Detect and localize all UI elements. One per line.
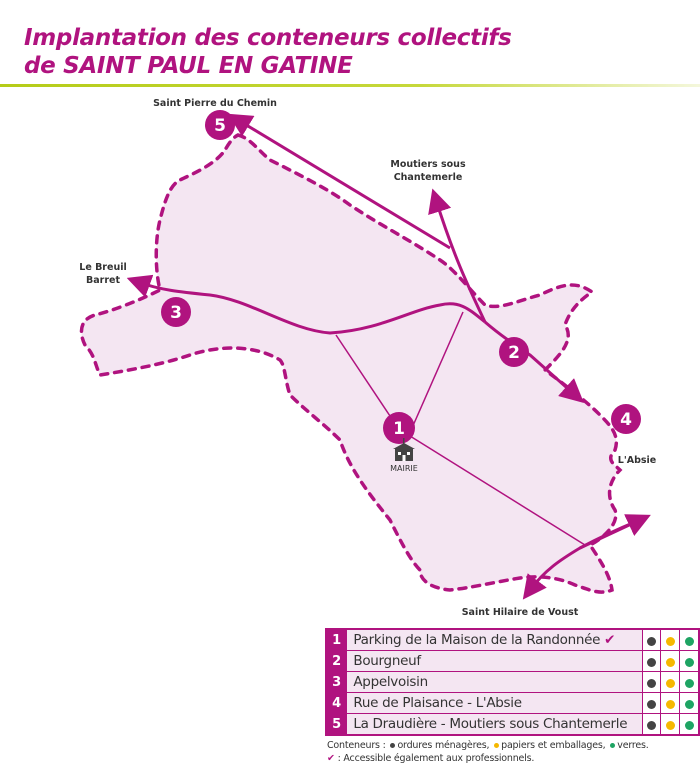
- title-line-1: Implantation des conteneurs collectifs: [24, 25, 512, 51]
- lane-1: [335, 334, 399, 429]
- check-icon: ✔: [327, 753, 335, 764]
- papiers-dot: [665, 657, 675, 667]
- marker-1[interactable]: 1: [383, 412, 415, 444]
- papiers-dot: [665, 720, 675, 730]
- legend-professional-note: ✔ : Accessible également aux professionn…: [327, 753, 534, 764]
- verres-dot: [684, 636, 694, 646]
- table-row: 2 Bourgneuf: [325, 650, 700, 672]
- title-line-2: de SAINT PAUL EN GATINE: [24, 53, 353, 79]
- papiers-cell: [660, 650, 681, 672]
- town-hall-icon: [393, 438, 415, 461]
- marker-5[interactable]: 5: [205, 110, 235, 140]
- ordures-dot: [647, 678, 657, 688]
- table-row: 1 Parking de la Maison de la Randonnée✔: [325, 628, 700, 651]
- ordures-dot: [647, 720, 657, 730]
- verres-dot: [684, 678, 694, 688]
- road-to-saint-pierre: [227, 113, 451, 250]
- road-to-moutiers: [428, 188, 487, 323]
- place-moutiers-2: Chantemerle: [394, 172, 463, 183]
- verres-dot: [610, 743, 616, 748]
- table-row: 4 Rue de Plaisance - L'Absie: [325, 692, 700, 714]
- road-to-breuil: [126, 274, 486, 335]
- table-row: 3 Appelvoisin: [325, 671, 700, 693]
- verres-cell: [679, 692, 700, 714]
- professional-check-icon: ✔: [604, 632, 616, 648]
- ordures-cell: [641, 692, 662, 714]
- row-number: 3: [325, 671, 348, 693]
- row-name: Rue de Plaisance - L'Absie: [346, 692, 643, 714]
- title-underline: [0, 84, 700, 87]
- papiers-cell: [660, 671, 681, 693]
- place-absie: L'Absie: [618, 455, 656, 466]
- location-name: Appelvoisin: [353, 674, 428, 690]
- papiers-dot: [665, 678, 675, 688]
- svg-text:2: 2: [508, 343, 520, 363]
- place-saint-pierre: Saint Pierre du Chemin: [153, 98, 277, 109]
- place-saint-hilaire: Saint Hilaire de Voust: [462, 607, 579, 618]
- verres-cell: [679, 671, 700, 693]
- svg-text:3: 3: [170, 303, 182, 323]
- papiers-dot: [665, 699, 675, 709]
- commune-boundary: [79, 133, 623, 594]
- papiers-dot: [665, 636, 675, 646]
- lane-2: [411, 311, 464, 429]
- footnote-prefix: Conteneurs :: [327, 740, 386, 751]
- papiers-cell: [660, 628, 681, 651]
- ordures-dot: [647, 657, 657, 667]
- lane-3: [409, 435, 586, 546]
- container-legend-table: 1 Parking de la Maison de la Randonnée✔ …: [325, 628, 700, 736]
- row-name: Appelvoisin: [346, 671, 643, 693]
- ordures-cell: [641, 713, 662, 736]
- ordures-cell: [641, 628, 662, 651]
- footnote-ordures: ordures ménagères,: [397, 740, 490, 751]
- svg-text:4: 4: [620, 410, 632, 430]
- row-name: Bourgneuf: [346, 650, 643, 672]
- verres-cell: [679, 713, 700, 736]
- svg-text:5: 5: [214, 116, 226, 136]
- papiers-dot: [494, 743, 500, 748]
- verres-cell: [679, 628, 700, 651]
- ordures-cell: [641, 650, 662, 672]
- legend-footnote: Conteneurs : ordures ménagères, papiers …: [327, 740, 649, 751]
- professional-note-text: : Accessible également aux professionnel…: [337, 753, 535, 764]
- place-breuil-2: Barret: [86, 275, 120, 286]
- table-row: 5 La Draudière - Moutiers sous Chantemer…: [325, 713, 700, 736]
- papiers-cell: [660, 692, 681, 714]
- verres-dot: [684, 720, 694, 730]
- footnote-verres: verres.: [617, 740, 649, 751]
- svg-text:1: 1: [393, 419, 405, 439]
- row-number: 5: [325, 713, 348, 736]
- papiers-cell: [660, 713, 681, 736]
- location-name: Bourgneuf: [353, 653, 421, 669]
- footnote-papiers: papiers et emballages,: [501, 740, 606, 751]
- location-name: Parking de la Maison de la Randonnée: [353, 632, 601, 648]
- verres-cell: [679, 650, 700, 672]
- row-name: La Draudière - Moutiers sous Chantemerle: [346, 713, 643, 736]
- road-saint-hilaire-head: [579, 514, 651, 550]
- ordures-dot: [647, 699, 657, 709]
- row-name: Parking de la Maison de la Randonnée✔: [346, 628, 643, 651]
- location-name: La Draudière - Moutiers sous Chantemerle: [353, 716, 628, 732]
- place-moutiers-1: Moutiers sous: [390, 159, 466, 170]
- row-number: 1: [325, 628, 348, 651]
- verres-dot: [684, 657, 694, 667]
- page-title: Implantation des conteneurs collectifs d…: [24, 24, 512, 80]
- row-number: 4: [325, 692, 348, 714]
- verres-dot: [684, 699, 694, 709]
- place-breuil-1: Le Breuil: [79, 262, 126, 273]
- marker-2[interactable]: 2: [499, 337, 529, 367]
- ordures-cell: [641, 671, 662, 693]
- row-number: 2: [325, 650, 348, 672]
- location-name: Rue de Plaisance - L'Absie: [353, 695, 522, 711]
- mairie-label: MAIRIE: [390, 464, 418, 473]
- ordures-dot: [390, 743, 396, 748]
- marker-3[interactable]: 3: [161, 297, 191, 327]
- ordures-dot: [647, 636, 657, 646]
- marker-4[interactable]: 4: [611, 404, 641, 434]
